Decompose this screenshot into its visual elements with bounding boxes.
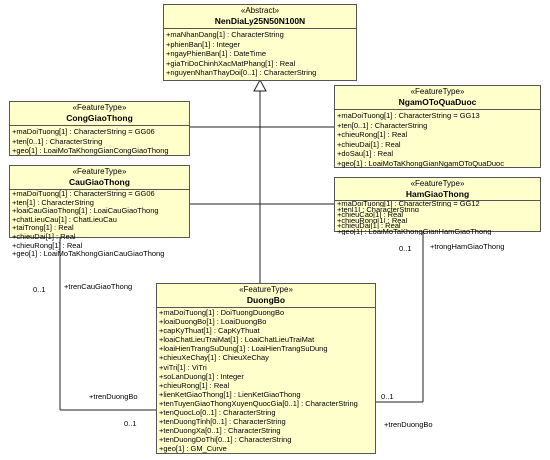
attribute: +maNhanDang[1] : CharacterString <box>166 30 284 39</box>
attribute: +chieuRong[1] : Real <box>337 217 408 224</box>
class-hamgiaothong[interactable]: «FeatureType» HamGiaoThong +maDoiTuong[1… <box>334 177 541 235</box>
attribute: +chieuCao[1] : Real <box>337 212 404 218</box>
class-name: HamGiaoThong <box>405 189 470 199</box>
multiplicity-cau: 0..1 <box>33 285 46 294</box>
attribute: +soLanDuong[1] : Integer <box>159 371 244 381</box>
attribute: +tenTuyenGiaoThongXuyenQuocGia[0..1] : C… <box>159 398 358 408</box>
attribute: +loaiDuongBo[1] : LoaiDuongBo <box>159 317 267 327</box>
attribute: +geo[1] : LoaiMoTaKhongGianHamGiaoThong <box>337 228 492 235</box>
attribute: +lienKetGiaoThong[1] : LienKetGiaoThong <box>159 389 301 399</box>
stereotype-label: «FeatureType» <box>72 167 127 176</box>
class-header: «FeatureType» DuongBo <box>157 284 375 308</box>
class-name: NenDiaLy25N50N100N <box>214 16 306 26</box>
attribute: +taiTrong[1] : Real <box>12 224 74 233</box>
class-nendialy[interactable]: «Abstract» NenDiaLy25N50N100N +maNhanDan… <box>163 4 357 81</box>
class-name: CongGiaoThong <box>66 113 133 123</box>
stereotype-label: «FeatureType» <box>72 103 127 112</box>
attribute-list: +maDoiTuong[1] : DoiTuongDuongBo +loaiDu… <box>157 308 375 455</box>
attribute: +geo[1] : LoaiMoTaKhongGianNgamOToQuaDuo… <box>337 158 504 168</box>
attribute: +chieuRong[1] : Real <box>337 130 408 140</box>
attribute: +chieuDai[1] : Real <box>337 223 401 229</box>
class-name: DuongBo <box>246 295 286 305</box>
attribute: +maDoiTuong[1] : DoiTuongDuongBo <box>159 308 285 317</box>
attribute: +nguyenNhanThayDoi[0..1] : CharacterStri… <box>166 68 317 78</box>
attribute: +tenQuocLo[0..1] : CharacterString <box>159 408 276 418</box>
role-trong-ham-giao-thong: +trongHamGiaoThong <box>430 242 505 251</box>
class-header: «FeatureType» CauGiaoThong <box>10 166 189 190</box>
multiplicity-right: 0..1 <box>381 392 394 401</box>
stereotype-label: «FeatureType» <box>239 285 293 294</box>
attribute: +maDoiTuong[1] : CharacterString = GG06 <box>12 190 155 198</box>
attribute: +doSau[1] : Real <box>337 149 394 159</box>
multiplicity-ham: 0..1 <box>399 244 412 253</box>
attribute: +chatLieuCau[1] : ChatLieuCau <box>12 215 117 224</box>
class-header: «FeatureType» NgamOToQuaDuoc <box>335 86 540 110</box>
class-header: «FeatureType» CongGiaoThong <box>10 102 189 126</box>
multiplicity-left: 0..1 <box>124 419 137 428</box>
attribute: +chieuRong[1] : Real <box>12 241 83 250</box>
attribute-list: +maDoiTuong[1] : CharacterString = GG13 … <box>335 110 540 170</box>
attribute: +chieuDai[1] : Real <box>12 232 76 241</box>
class-ngamotoquaduoc[interactable]: «FeatureType» NgamOToQuaDuoc +maDoiTuong… <box>334 85 541 168</box>
stereotype-label: «Abstract» <box>240 6 280 15</box>
class-name: CauGiaoThong <box>69 177 130 187</box>
role-tren-cau-giao-thong: +trenCauGiaoThong <box>64 282 133 291</box>
attribute: +loaiHienTrangSuDung[1] : LoaiHienTrangS… <box>159 344 328 354</box>
attribute: +phienBan[1] : Integer <box>166 39 241 49</box>
attribute-list: +maNhanDang[1] : CharacterString +phienB… <box>164 29 356 79</box>
attribute: +giaTriDoChinhXacMatPhang[1] : Real <box>166 58 296 68</box>
attribute-list: +maDoiTuong[1] : CharacterString = GG06 … <box>10 190 189 260</box>
attribute: +chieuXeChay[1] : ChieuXeChay <box>159 353 269 363</box>
attribute: +loaiChatLieuTraiMat[1] : LoaiChatLieuTr… <box>159 335 315 345</box>
attribute: +tenDuongTinh[0..1] : CharacterString <box>159 417 286 427</box>
attribute: +tenDuongDoThi[0..1] : CharacterString <box>159 435 292 445</box>
attribute: +loaiCauGiaoThong[1] : LoaiCauGiaoThong <box>12 207 159 216</box>
stereotype-label: «FeatureType» <box>410 87 465 96</box>
attribute-list: +maDoiTuong[1] : CharacterString = GG06 … <box>10 126 189 157</box>
attribute: +ten[1] : CharacterString <box>337 206 419 213</box>
attribute: +capKyThuat[1] : CapKyThuat <box>159 326 260 336</box>
attribute: +maDoiTuong[1] : CharacterString = GG12 <box>337 201 480 207</box>
class-header: «FeatureType» HamGiaoThong <box>335 178 540 201</box>
class-conggiaothong[interactable]: «FeatureType» CongGiaoThong +maDoiTuong[… <box>9 101 190 156</box>
attribute: +chieuRong[1] : Real <box>159 380 230 390</box>
attribute-list: +maDoiTuong[1] : CharacterString = GG12 … <box>335 201 540 236</box>
class-duongbo[interactable]: «FeatureType» DuongBo +maDoiTuong[1] : D… <box>156 283 376 454</box>
attribute: +ten[0..1] : CharacterString <box>337 120 428 130</box>
class-caugiaothong[interactable]: «FeatureType» CauGiaoThong +maDoiTuong[1… <box>9 165 190 258</box>
attribute: +geo[1] : GM_Curve <box>159 444 227 454</box>
attribute: +ten[0..1] : CharacterString <box>12 136 103 146</box>
role-tren-duong-bo-left: +trenDuongBo <box>89 392 138 401</box>
attribute: +ngayPhienBan[1] : DateTime <box>166 49 266 59</box>
stereotype-label: «FeatureType» <box>410 179 465 188</box>
attribute: +viTri[1] : ViTri <box>159 362 207 372</box>
attribute: +geo[1] : LoaiMoTaKhongGianCongGiaoThong <box>12 146 169 156</box>
attribute: +tenDuongXa[0..1] : CharacterString <box>159 426 281 436</box>
class-name: NgamOToQuaDuoc <box>398 97 477 107</box>
generalization-arrowhead <box>253 78 267 92</box>
attribute: +geo[1] : LoaiMoTaKhongGianCauGiaoThong <box>12 250 165 259</box>
attribute: +ten[1] : CharacterString <box>12 198 94 207</box>
attribute: +chieuDai[1] : Real <box>337 139 401 149</box>
attribute: +maDoiTuong[1] : CharacterString = GG13 <box>337 111 480 120</box>
attribute: +maDoiTuong[1] : CharacterString = GG06 <box>12 127 155 136</box>
class-header: «Abstract» NenDiaLy25N50N100N <box>164 5 356 29</box>
role-tren-duong-bo-right: +trenDuongBo <box>384 420 433 429</box>
